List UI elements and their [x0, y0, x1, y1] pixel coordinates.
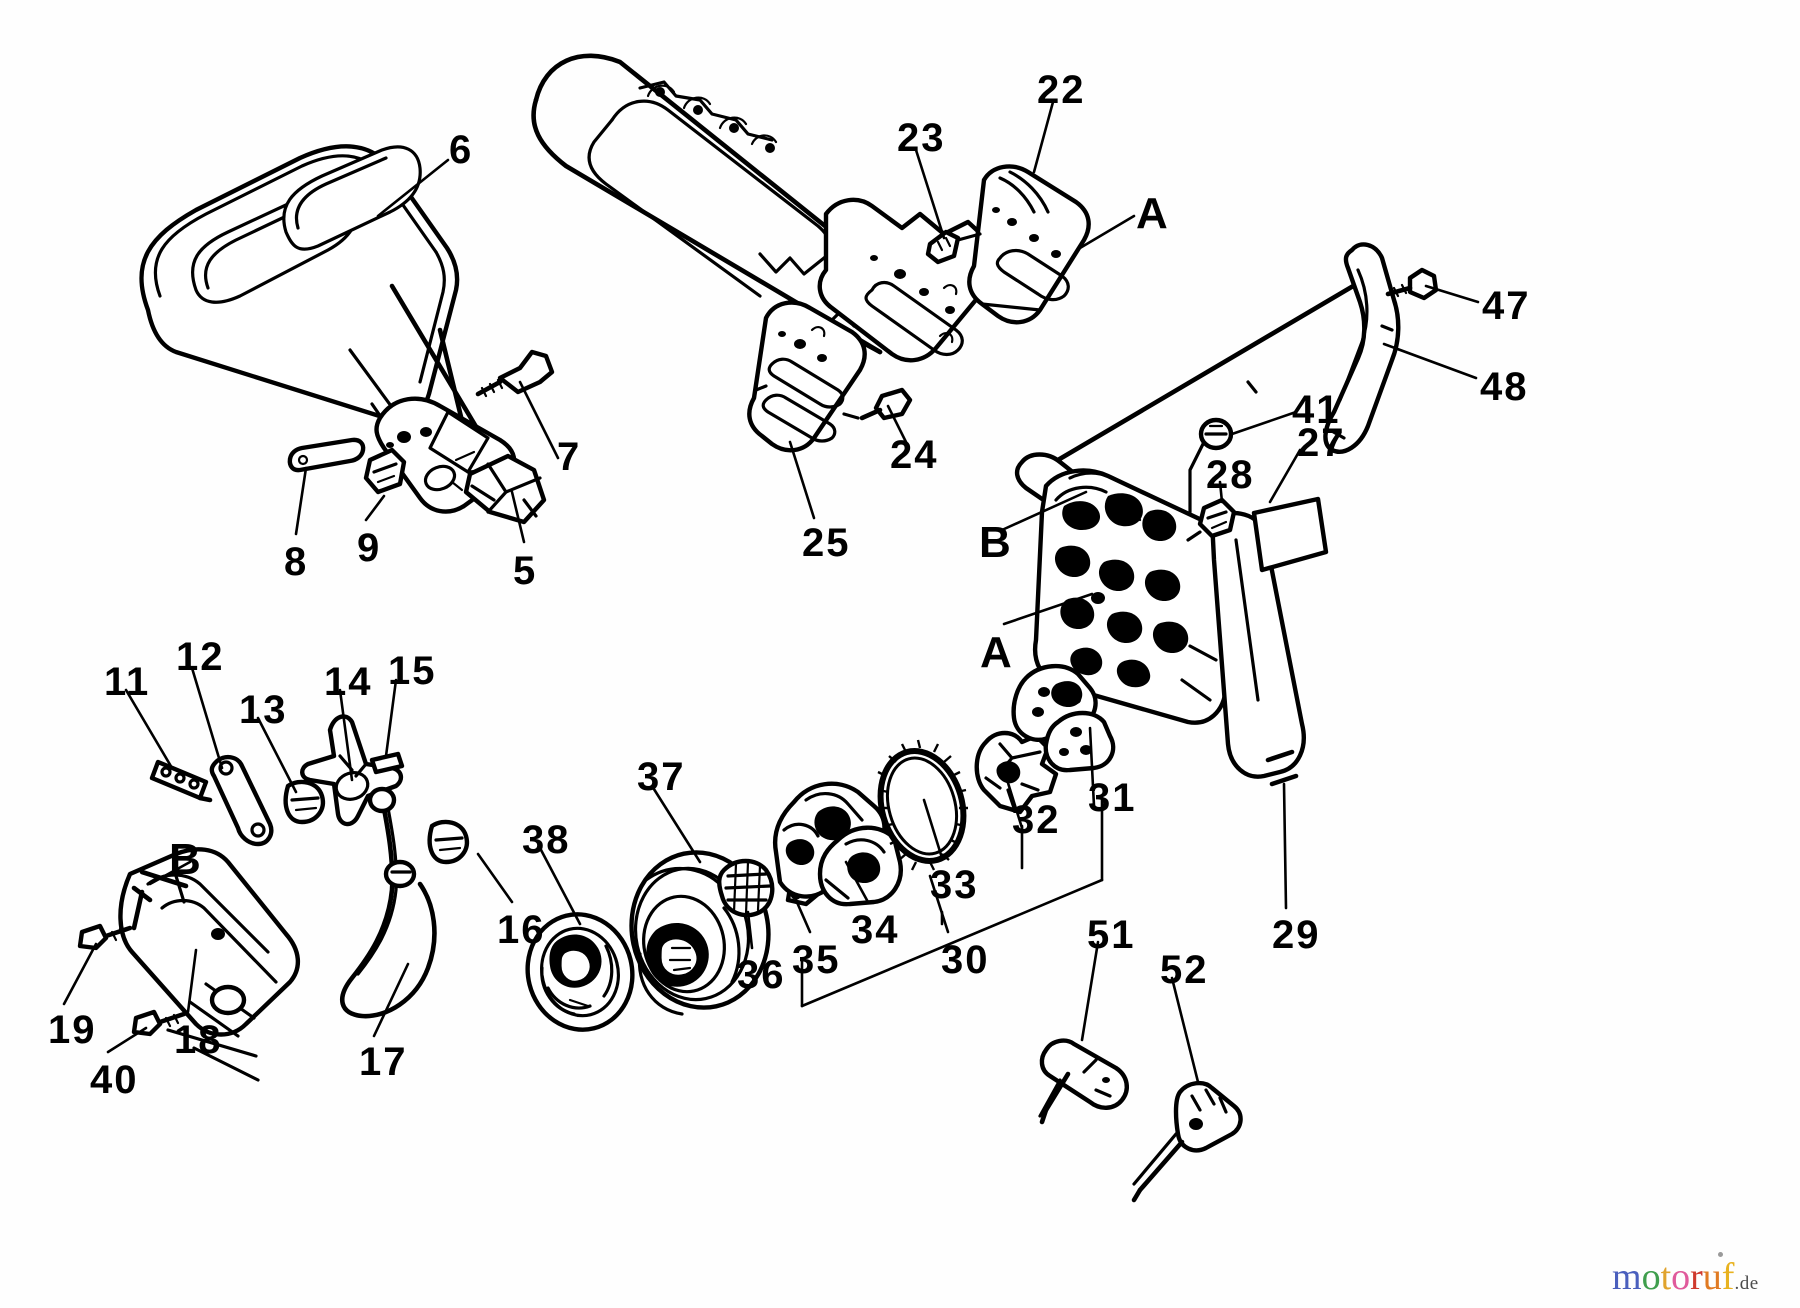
callout-15: 15 [388, 649, 437, 693]
watermark-letter: o [1671, 1256, 1691, 1298]
callout-37: 37 [637, 755, 686, 799]
part-23-screw [925, 229, 982, 265]
callout-31: 31 [1088, 776, 1137, 820]
part-17-cable [340, 786, 437, 1019]
callout-b: B [979, 518, 1011, 567]
part-8-pin [287, 437, 366, 473]
part-9-nut [363, 447, 407, 495]
part-24-pin [842, 387, 913, 421]
watermark-letter: f [1721, 1256, 1735, 1298]
callout-48: 48 [1480, 365, 1529, 409]
callout-29: 29 [1272, 913, 1321, 957]
part-47-bolt [1385, 267, 1439, 301]
callout-5: 5 [513, 549, 538, 593]
part-11-link [149, 759, 213, 803]
part-51-t-wrench [1038, 1038, 1129, 1125]
part-12-rod [209, 754, 274, 847]
callout-22: 22 [1037, 68, 1086, 112]
part-38-starter-cup [525, 912, 635, 1032]
callout-14: 14 [324, 660, 373, 704]
callout-40: 40 [90, 1058, 139, 1102]
callout-13: 13 [239, 688, 288, 732]
callout-6: 6 [449, 128, 474, 172]
callout-30: 30 [941, 938, 990, 982]
part-31-plates [1011, 664, 1116, 773]
part-7-screw [475, 349, 555, 398]
callout-a: A [980, 628, 1012, 677]
watermark-tld: .de [1734, 1273, 1759, 1294]
callout-38: 38 [522, 818, 571, 862]
watermark-letter: t [1660, 1256, 1672, 1298]
callout-28: 28 [1206, 453, 1255, 497]
part-27-label-plate [1251, 496, 1329, 573]
watermark-letter: r [1690, 1256, 1703, 1298]
watermark-motoruf: motoruf.de [1612, 1252, 1759, 1298]
callout-17: 17 [359, 1040, 408, 1084]
part-40-screw [131, 1009, 187, 1037]
callout-25: 25 [802, 521, 851, 565]
part-5-clamp [463, 453, 547, 525]
callout-35: 35 [792, 938, 841, 982]
part-34-clutch-shoes [772, 781, 903, 907]
part-25-plate [747, 300, 867, 453]
callout-24: 24 [890, 433, 939, 477]
part-18-handle-shell [118, 847, 300, 1082]
watermark-letter: o [1641, 1256, 1661, 1298]
callout-19: 19 [48, 1008, 97, 1052]
part-32-oil-pump [974, 730, 1059, 815]
callout-34: 34 [851, 908, 900, 952]
part-19-screw [77, 923, 133, 951]
crankcase-housing [1014, 279, 1363, 787]
part-36-needle-bearing [717, 858, 775, 918]
leader-lines [62, 100, 1480, 1084]
callout-16: 16 [497, 908, 546, 952]
part-13-bushing [283, 779, 326, 825]
callout-27: 27 [1297, 421, 1346, 465]
watermark-dot [1717, 1252, 1723, 1257]
callout-32: 32 [1012, 798, 1061, 842]
callout-b: B [169, 835, 201, 884]
callout-36: 36 [737, 953, 786, 997]
callout-12: 12 [176, 635, 225, 679]
callout-a: A [1136, 189, 1168, 238]
part-52-screwdriver [1131, 1080, 1243, 1203]
part-16-grommet [427, 819, 470, 865]
part-22-cover [967, 164, 1091, 325]
callout-52: 52 [1160, 948, 1209, 992]
callout-23: 23 [897, 116, 946, 160]
callout-33: 33 [930, 863, 979, 907]
callout-51: 51 [1087, 913, 1136, 957]
part-48-rear-handle-guard [1323, 242, 1401, 454]
callout-11: 11 [104, 660, 151, 704]
callout-41: 41 [1292, 388, 1341, 432]
callout-9: 9 [357, 526, 382, 570]
callout-18: 18 [174, 1018, 223, 1062]
callout-8: 8 [284, 540, 309, 584]
watermark-letter: u [1702, 1256, 1722, 1298]
callout-7: 7 [557, 435, 582, 479]
part-33-clutch-spring [877, 739, 968, 871]
watermark-letter: m [1612, 1256, 1642, 1298]
part-15-pin [369, 751, 405, 775]
callout-47: 47 [1482, 284, 1531, 328]
